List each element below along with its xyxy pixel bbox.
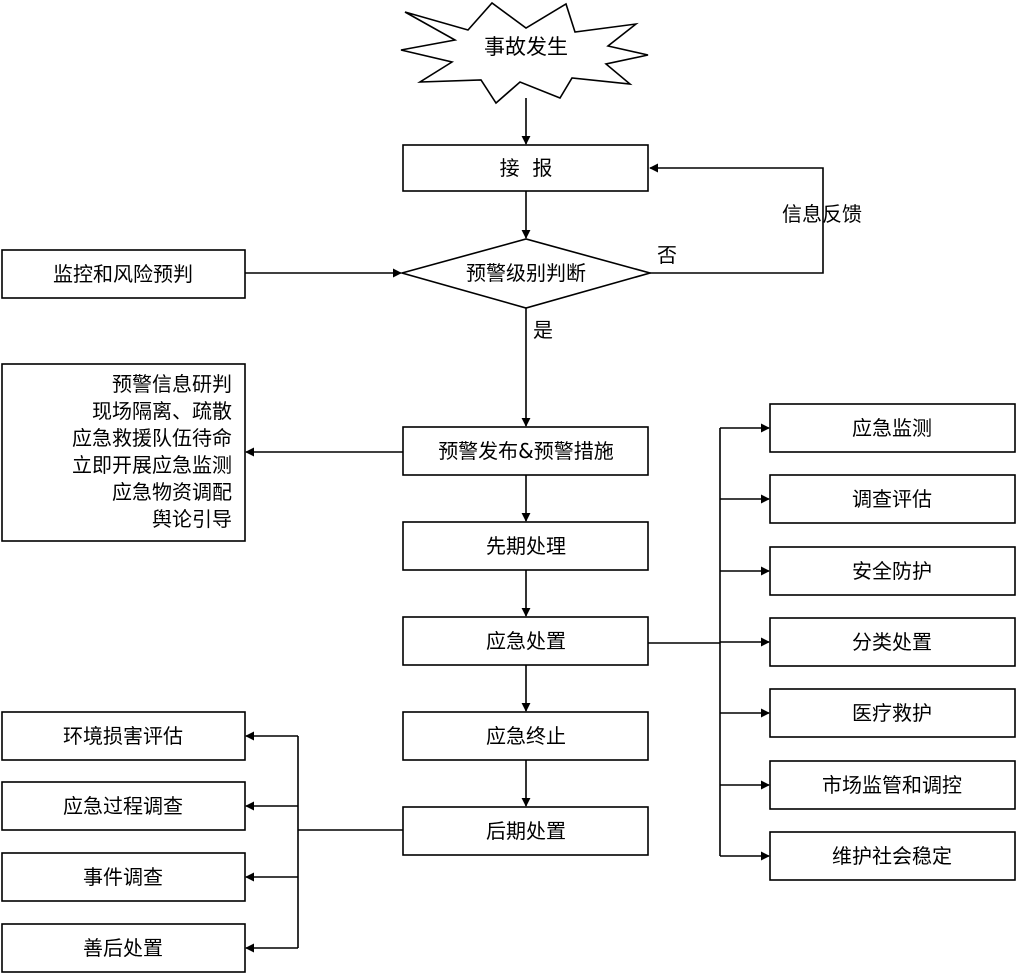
warning-measure-3: 应急救援队伍待命 bbox=[72, 426, 232, 450]
warning-measure-6: 舆论引导 bbox=[152, 507, 232, 531]
start-burst-shape bbox=[400, 1, 649, 105]
task-label-7: 维护社会稳定 bbox=[832, 844, 952, 868]
yes-label: 是 bbox=[533, 318, 553, 342]
post-task-box-3 bbox=[1, 852, 246, 902]
task-label-1: 应急监测 bbox=[852, 416, 932, 440]
task-label-3: 安全防护 bbox=[852, 559, 932, 583]
post-task-label-4: 善后处置 bbox=[83, 936, 163, 960]
start-label: 事故发生 bbox=[484, 35, 568, 59]
task-box-4 bbox=[769, 617, 1016, 667]
task-box-1 bbox=[769, 403, 1016, 453]
warning-measure-1: 预警信息研判 bbox=[112, 372, 232, 396]
feedback-loop-line bbox=[649, 163, 824, 274]
receive-label: 接 报 bbox=[500, 156, 553, 180]
warning-measure-4: 立即开展应急监测 bbox=[72, 453, 232, 477]
emergency-end-label: 应急终止 bbox=[486, 724, 566, 748]
decision-label: 预警级别判断 bbox=[466, 261, 586, 285]
post-task-box-2 bbox=[1, 781, 246, 831]
post-task-box-1 bbox=[1, 711, 246, 761]
no-label: 否 bbox=[657, 243, 677, 267]
task-box-3 bbox=[769, 546, 1016, 596]
emergency-end-box bbox=[402, 711, 649, 761]
post-task-label-2: 应急过程调查 bbox=[63, 794, 183, 818]
warning-measures-box bbox=[1, 363, 246, 542]
post-task-box-4 bbox=[1, 923, 246, 973]
initial-handling-box bbox=[402, 521, 649, 571]
task-label-5: 医疗救护 bbox=[852, 701, 932, 725]
warning-measure-5: 应急物资调配 bbox=[112, 480, 232, 504]
post-task-label-1: 环境损害评估 bbox=[63, 724, 183, 748]
warning-release-label: 预警发布&预警措施 bbox=[438, 439, 614, 463]
monitor-input-box bbox=[1, 249, 246, 299]
initial-handling-label: 先期处理 bbox=[486, 534, 566, 558]
warning-measure-2: 现场隔离、疏散 bbox=[92, 399, 232, 423]
monitor-input-label: 监控和风险预判 bbox=[53, 262, 193, 286]
feedback-label: 信息反馈 bbox=[782, 202, 862, 226]
receive-box bbox=[402, 144, 649, 192]
post-handling-box bbox=[402, 806, 649, 856]
task-box-5 bbox=[769, 688, 1016, 738]
post-handling-label: 后期处置 bbox=[486, 819, 566, 843]
emergency-handling-label: 应急处置 bbox=[486, 629, 566, 653]
task-label-6: 市场监管和调控 bbox=[822, 773, 962, 797]
task-box-7 bbox=[769, 831, 1016, 881]
task-box-2 bbox=[769, 474, 1016, 524]
task-label-4: 分类处置 bbox=[852, 630, 932, 654]
task-label-2: 调查评估 bbox=[852, 487, 932, 511]
post-task-label-3: 事件调查 bbox=[83, 865, 163, 889]
task-box-6 bbox=[769, 760, 1016, 810]
